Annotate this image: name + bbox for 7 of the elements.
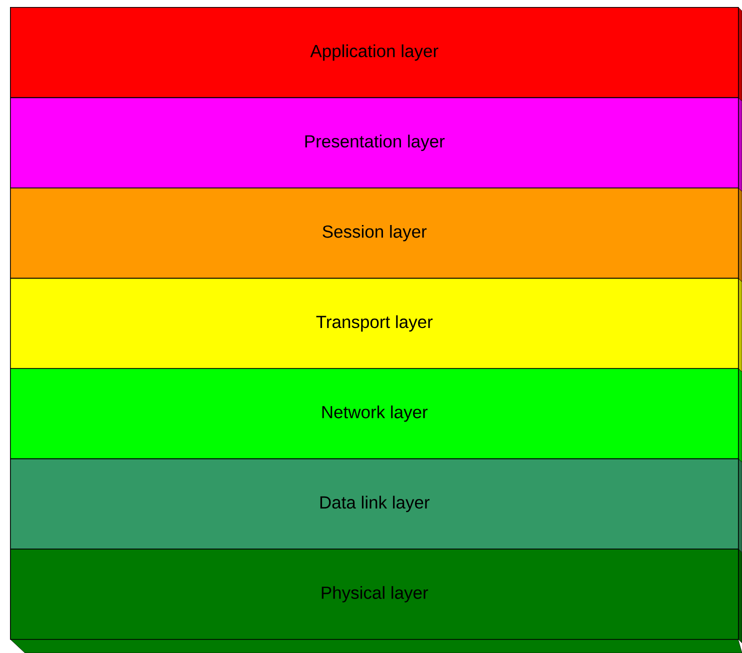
layer-box: Physical layer [10, 548, 742, 653]
layer-box: Presentation layer [10, 97, 742, 192]
layer-box: Application layer [10, 6, 742, 102]
layer-box: Session layer [10, 187, 742, 282]
layer-box: Transport layer [10, 278, 742, 372]
layer-box: Data link layer [10, 458, 742, 553]
layer-box: Network layer [10, 368, 742, 463]
